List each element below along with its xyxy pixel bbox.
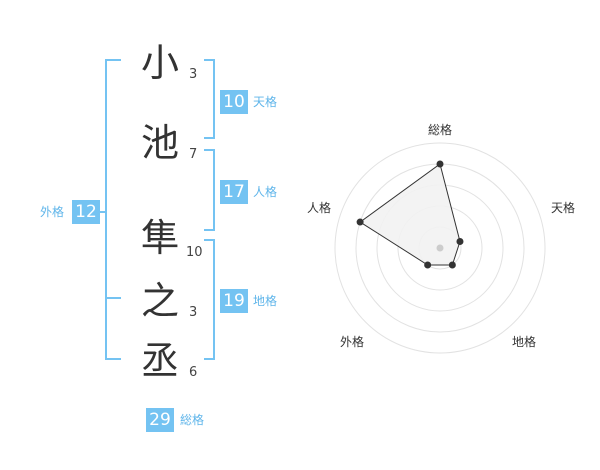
chikaku-value-badge: 19 bbox=[220, 289, 248, 313]
name-char-3: 隼 bbox=[140, 216, 179, 260]
radar-axis-label-tenkaku: 天格 bbox=[551, 201, 576, 215]
radar-point-1 bbox=[456, 238, 464, 246]
stroke-count-2: 7 bbox=[189, 147, 198, 162]
radar-axis-label-gaikaku: 外格 bbox=[340, 335, 365, 349]
radar-ring bbox=[334, 142, 546, 354]
stroke-count-5: 6 bbox=[189, 365, 198, 380]
jinkaku-label: 人格 bbox=[253, 185, 278, 199]
radar-axis-label-chikaku: 地格 bbox=[512, 335, 537, 349]
radar-point-2 bbox=[448, 261, 456, 269]
soukaku-value-badge: 29 bbox=[146, 408, 174, 432]
radar-center-dot bbox=[436, 244, 444, 252]
radar-series-polygon bbox=[359, 163, 461, 266]
soukaku-label: 総格 bbox=[180, 413, 205, 427]
jinkaku-value-badge: 17 bbox=[220, 180, 248, 204]
name-char-4: 之 bbox=[140, 279, 179, 323]
stroke-count-4: 3 bbox=[189, 305, 198, 320]
stroke-count-1: 3 bbox=[189, 67, 198, 82]
name-char-2: 池 bbox=[140, 121, 179, 165]
radar-axis-label-soukaku: 総格 bbox=[428, 123, 453, 137]
chikaku-label: 地格 bbox=[253, 294, 278, 308]
name-char-1: 小 bbox=[140, 41, 179, 85]
stroke-count-3: 10 bbox=[186, 245, 203, 260]
gaikaku-value-badge: 12 bbox=[72, 200, 100, 224]
name-char-5: 丞 bbox=[140, 339, 179, 383]
radar-axis-label-jinkaku: 人格 bbox=[307, 201, 332, 215]
radar-point-4 bbox=[356, 218, 364, 226]
radar-point-3 bbox=[424, 261, 432, 269]
tenkaku-label: 天格 bbox=[253, 95, 278, 109]
gaikaku-label: 外格 bbox=[40, 205, 65, 219]
radar-point-0 bbox=[436, 160, 444, 168]
tenkaku-value-badge: 10 bbox=[220, 90, 248, 114]
